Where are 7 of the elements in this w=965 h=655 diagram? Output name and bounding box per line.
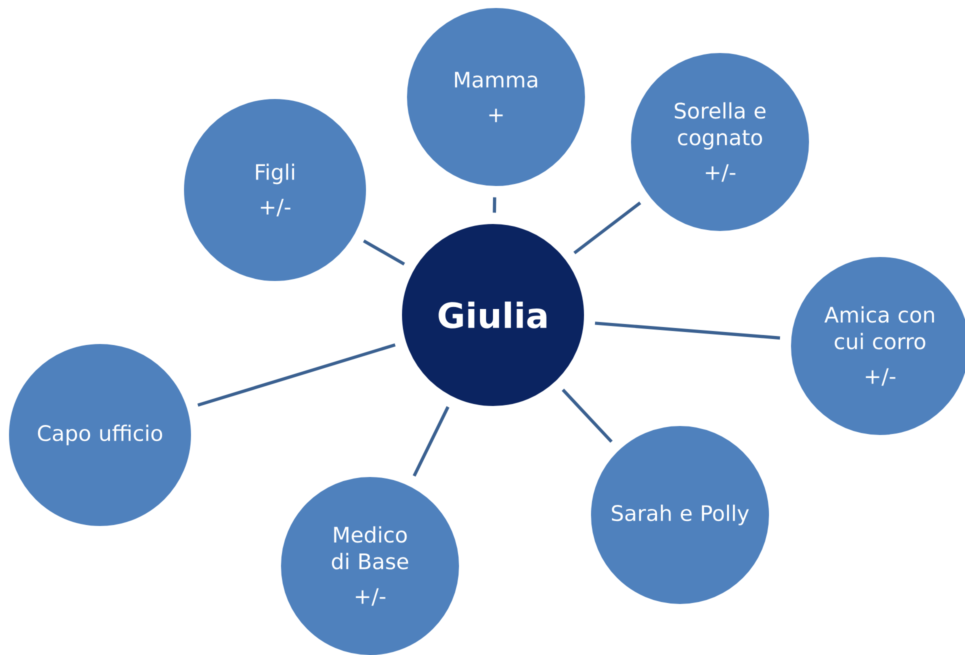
connector-line bbox=[197, 343, 396, 407]
connector-line bbox=[492, 197, 496, 213]
connector-line bbox=[573, 202, 642, 254]
connector-line bbox=[362, 240, 406, 266]
connector-line bbox=[562, 388, 613, 443]
connector-line bbox=[412, 406, 450, 477]
connector-line bbox=[594, 322, 780, 340]
